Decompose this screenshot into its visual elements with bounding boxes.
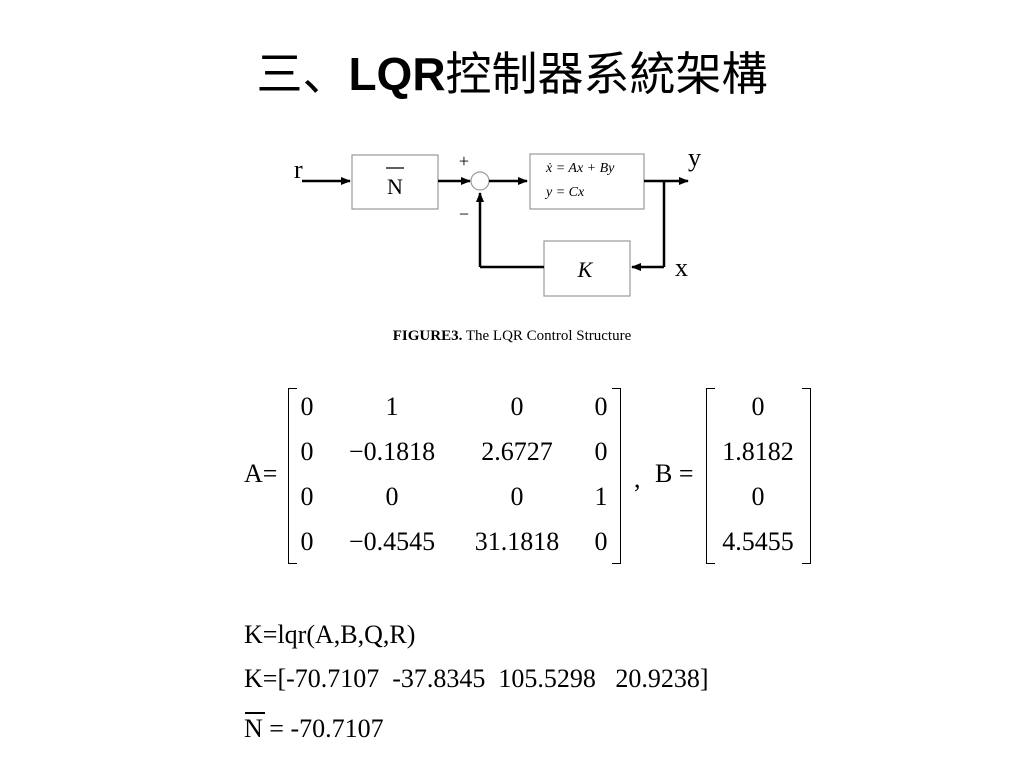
n-bar-symbol: N xyxy=(244,714,263,743)
matrix-a-cell: 1 xyxy=(385,392,399,421)
plant-block xyxy=(529,153,645,210)
k-gain-label: K xyxy=(577,257,594,282)
matrix-a-cell: 31.1818 xyxy=(474,527,560,556)
matrix-a-cell: 0 xyxy=(594,527,608,556)
matrix-b-cell: 1.8182 xyxy=(722,437,794,466)
n-bar-result-overline xyxy=(245,712,265,714)
k-gain-result-line: K=[-70.7107 -37.8345 105.5298 20.9238] xyxy=(244,664,709,693)
matrix-b-cell: 4.5455 xyxy=(722,527,794,556)
n-bar-result-line: N = -70.7107 xyxy=(244,714,384,744)
y-label: y xyxy=(688,143,701,172)
k-gain-block xyxy=(543,240,631,297)
matrix-a-cell: 2.6727 xyxy=(481,437,553,466)
matrix-b-cell: 0 xyxy=(751,482,765,511)
x-label: x xyxy=(675,253,688,282)
plus-sign: + xyxy=(459,151,469,171)
matrix-a-cell: 1 xyxy=(594,482,608,511)
matrix-b-label: B = xyxy=(655,459,694,488)
output-equation: y = Cx xyxy=(544,185,585,200)
lqr-block-diagram: r N + − ẋ = Ax + By y = Cx y x K xyxy=(294,143,701,297)
matrix-a-cell: 0 xyxy=(300,392,314,421)
matrix-b-right-bracket xyxy=(802,388,811,564)
matrix-a-cell: 0 xyxy=(594,437,608,466)
state-equation: ẋ = Ax + By xyxy=(545,161,615,176)
matrix-b-left-bracket xyxy=(706,388,715,564)
matrix-a-cell: 0 xyxy=(594,392,608,421)
lqr-call-line: K=lqr(A,B,Q,R) xyxy=(244,620,416,649)
page-title: 三、LQR控制器系統架構 xyxy=(256,47,768,101)
minus-sign: − xyxy=(459,204,469,224)
matrix-a-cell: 0 xyxy=(300,437,314,466)
matrix-a-cell: 0 xyxy=(510,392,524,421)
matrix-a-cell: 0 xyxy=(300,527,314,556)
matrix-a-label: A= xyxy=(244,459,278,488)
matrix-a-right-bracket xyxy=(612,388,621,564)
matrix-a-left-bracket xyxy=(288,388,297,564)
matrix-separator: , xyxy=(634,464,641,493)
matrix-a-cell: 0 xyxy=(300,482,314,511)
r-label: r xyxy=(294,155,303,184)
matrix-a-cell: 0 xyxy=(385,482,399,511)
summing-junction xyxy=(470,171,490,191)
n-bar-label: N xyxy=(387,174,403,199)
n-bar-value: = -70.7107 xyxy=(262,714,384,743)
matrix-a-cell: −0.4545 xyxy=(348,527,436,556)
matrix-a-cell: −0.1818 xyxy=(348,437,436,466)
matrix-a-cell: 0 xyxy=(510,482,524,511)
figure-caption: FIGURE3. The LQR Control Structure xyxy=(392,328,632,344)
matrix-b-cell: 0 xyxy=(751,392,765,421)
